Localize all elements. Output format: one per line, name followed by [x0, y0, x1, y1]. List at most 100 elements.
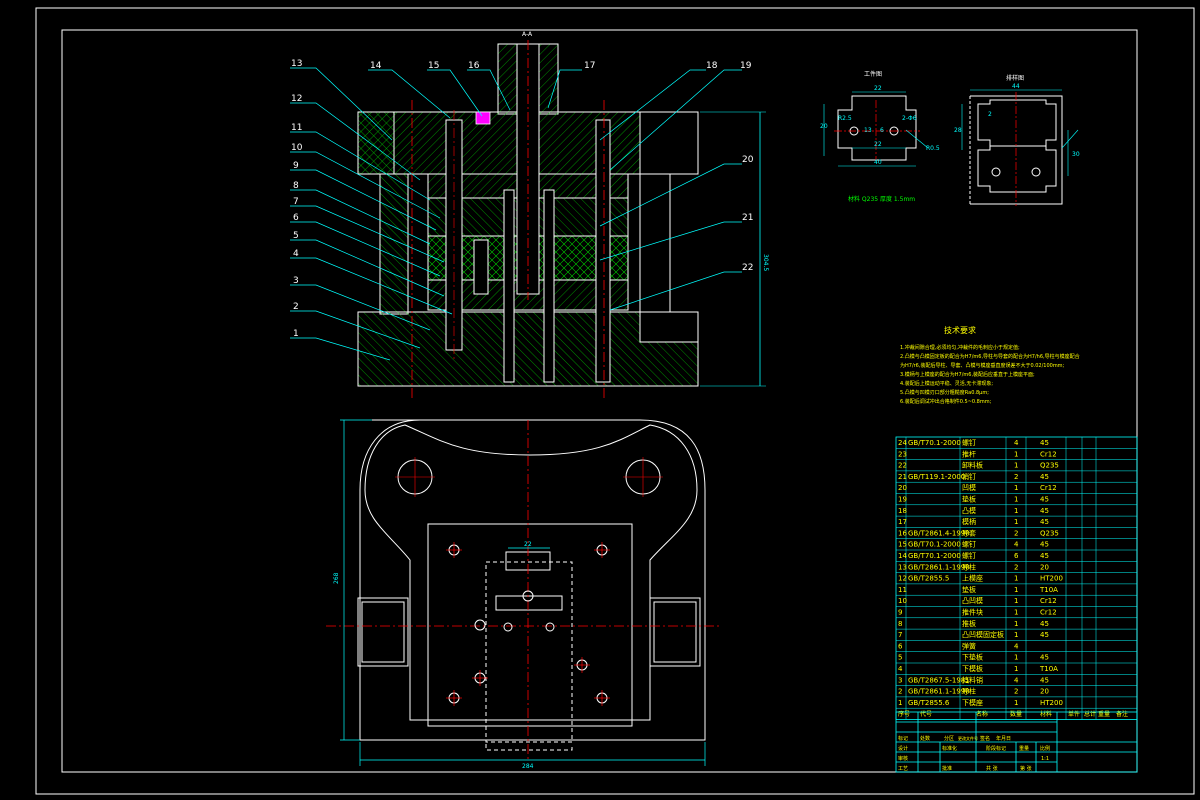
bom-row-qty: 1	[1014, 484, 1018, 492]
bom-row-mat: 45	[1040, 439, 1049, 447]
tb-stage: 阶段标记	[986, 745, 1006, 752]
bom-row-std: GB/T2861.4-1990	[908, 529, 970, 537]
bom-row-no: 15	[898, 541, 907, 549]
bom-row-qty: 4	[1014, 439, 1019, 447]
bom-row-no: 17	[898, 518, 907, 526]
bom-row-mat: Q235	[1040, 462, 1059, 470]
callout-2: 2	[293, 302, 299, 312]
bom-header-cell: 名称	[976, 710, 988, 718]
bom-row-qty: 1	[1014, 586, 1018, 594]
bom-header-cell: 材料	[1040, 710, 1052, 718]
bom-row-no: 1	[898, 699, 902, 707]
bom-row-mat: T10A	[1039, 665, 1058, 673]
tb-approve: 批准	[942, 765, 952, 772]
bom-row-name: 下垫板	[962, 653, 983, 662]
callout-17: 17	[584, 61, 595, 71]
bom-row-qty: 4	[1014, 676, 1019, 684]
bom-row-no: 11	[898, 586, 907, 594]
bom-row-no: 13	[898, 563, 907, 571]
bom-row-mat: 45	[1040, 676, 1049, 684]
bom-header-cell: 代号	[920, 710, 932, 718]
bom-row-name: 上模座	[962, 574, 983, 583]
dim-plan-height: 268	[333, 572, 340, 584]
plan-hole-marks	[446, 542, 610, 706]
callout-20: 20	[742, 155, 754, 165]
bom-row-no: 7	[898, 631, 902, 639]
bom-row-qty: 1	[1014, 507, 1018, 515]
tech-line-6: 5.凸模与凹模刃口部分粗糙度Ra0.8μm;	[900, 389, 989, 396]
bom-row-mat: 20	[1040, 563, 1049, 571]
bom-row-no: 21	[898, 473, 907, 481]
bom-row-name: 推板	[962, 619, 976, 628]
callout-11: 11	[291, 123, 302, 133]
tb-sign: 签名	[980, 735, 990, 742]
tech-requirements: 技术要求 1.冲裁间隙合理,必须均匀,冲裁件的毛刺应小于规定值; 2.凸模与凸模…	[900, 325, 1080, 405]
bom-header-cell: 序号	[898, 710, 910, 718]
title-block	[895, 711, 1138, 773]
outer-frame	[35, 7, 1195, 795]
bom-row-no: 4	[898, 665, 903, 673]
tech-line-4: 3.模柄与上模座的配合为H7/m6,装配后应垂直于上模座平面;	[900, 371, 1035, 378]
bom-row-name: 凹模	[962, 483, 976, 492]
tech-line-1: 1.冲裁间隙合理,必须均匀,冲裁件的毛刺应小于规定值;	[900, 344, 1020, 351]
bom-row-std: GB/T2855.5	[908, 575, 949, 583]
bom-row-qty: 2	[1014, 473, 1018, 481]
bom-row-mat: Cr12	[1040, 450, 1057, 458]
bom-header-cell: 备注	[1116, 710, 1128, 718]
strip-dim-2: 2	[988, 111, 992, 118]
bom-row-qty: 1	[1014, 654, 1018, 662]
callout-12: 12	[291, 94, 302, 104]
blank-dim-5: 22	[874, 141, 882, 148]
tech-line-7: 6.装配后调试冲出合格制件0.5~0.8mm;	[900, 398, 992, 405]
bom-row-name: 模柄	[962, 517, 976, 526]
strip-dim-4: 30	[1072, 151, 1080, 158]
bom-row-name: 弹簧	[962, 641, 976, 650]
bom-row-no: 10	[898, 597, 907, 605]
blank-dim-1: 22	[874, 85, 882, 92]
tb-scale: 比例	[1040, 745, 1050, 752]
bom-row-no: 9	[898, 609, 902, 617]
plan-dimensions	[340, 419, 706, 766]
bom-row-qty: 1	[1014, 450, 1018, 458]
bom-row-name: 销钉	[962, 472, 976, 481]
bom-row-qty: 1	[1014, 597, 1018, 605]
section-view: A-A 304.5	[357, 31, 769, 400]
bom-row-name: 垫板	[962, 585, 976, 594]
callout-3: 3	[293, 276, 299, 286]
tb-review: 审核	[898, 755, 908, 762]
callout-10: 10	[291, 143, 303, 153]
bom-row-no: 16	[898, 529, 907, 537]
bom-row-name: 推杆	[962, 449, 976, 458]
bom-row-no: 19	[898, 496, 907, 504]
callout-8: 8	[293, 181, 299, 191]
bom-row-mat: 20	[1040, 688, 1049, 696]
blank-dim-8: 6	[880, 127, 884, 134]
bom-row-std: GB/T70.1-2000	[908, 541, 961, 549]
callout-4: 4	[293, 249, 299, 259]
callout-9: 9	[293, 161, 299, 171]
tb-zone: 分区	[944, 735, 954, 742]
section-label: A-A	[522, 31, 533, 38]
callout-5: 5	[293, 231, 299, 241]
bom-row-name: 导柱	[962, 562, 976, 571]
bom-row-qty: 1	[1014, 620, 1018, 628]
bom-row-mat: Q235	[1040, 529, 1059, 537]
tb-date: 年月日	[996, 735, 1011, 742]
bom-row-no: 23	[898, 450, 907, 458]
bom-row-name: 推件块	[962, 608, 983, 617]
blank-dim-3: 20	[820, 123, 828, 130]
bom-row-no: 22	[898, 462, 907, 470]
bom-row-name: 凸凹模	[962, 596, 983, 605]
bom-row-qty: 2	[1014, 563, 1018, 571]
bom-row-mat: 45	[1040, 552, 1049, 560]
tb-design: 设计	[898, 745, 908, 752]
dim-total-height: 304.5	[762, 254, 769, 271]
bom-row-name: 凸凹模固定板	[962, 630, 1004, 639]
bom-header-cell: 单件	[1068, 710, 1080, 718]
bom-row-qty: 4	[1014, 541, 1019, 549]
bom-row-no: 18	[898, 507, 907, 515]
strip-view: 排样图 44 2 28 30	[954, 74, 1080, 206]
bom-row-mat: Cr12	[1040, 609, 1057, 617]
title-block-text: 标记 处数 分区 更改文件号 签名 年月日 设计 标准化 阶段标记 重量 比例 …	[898, 735, 1050, 772]
